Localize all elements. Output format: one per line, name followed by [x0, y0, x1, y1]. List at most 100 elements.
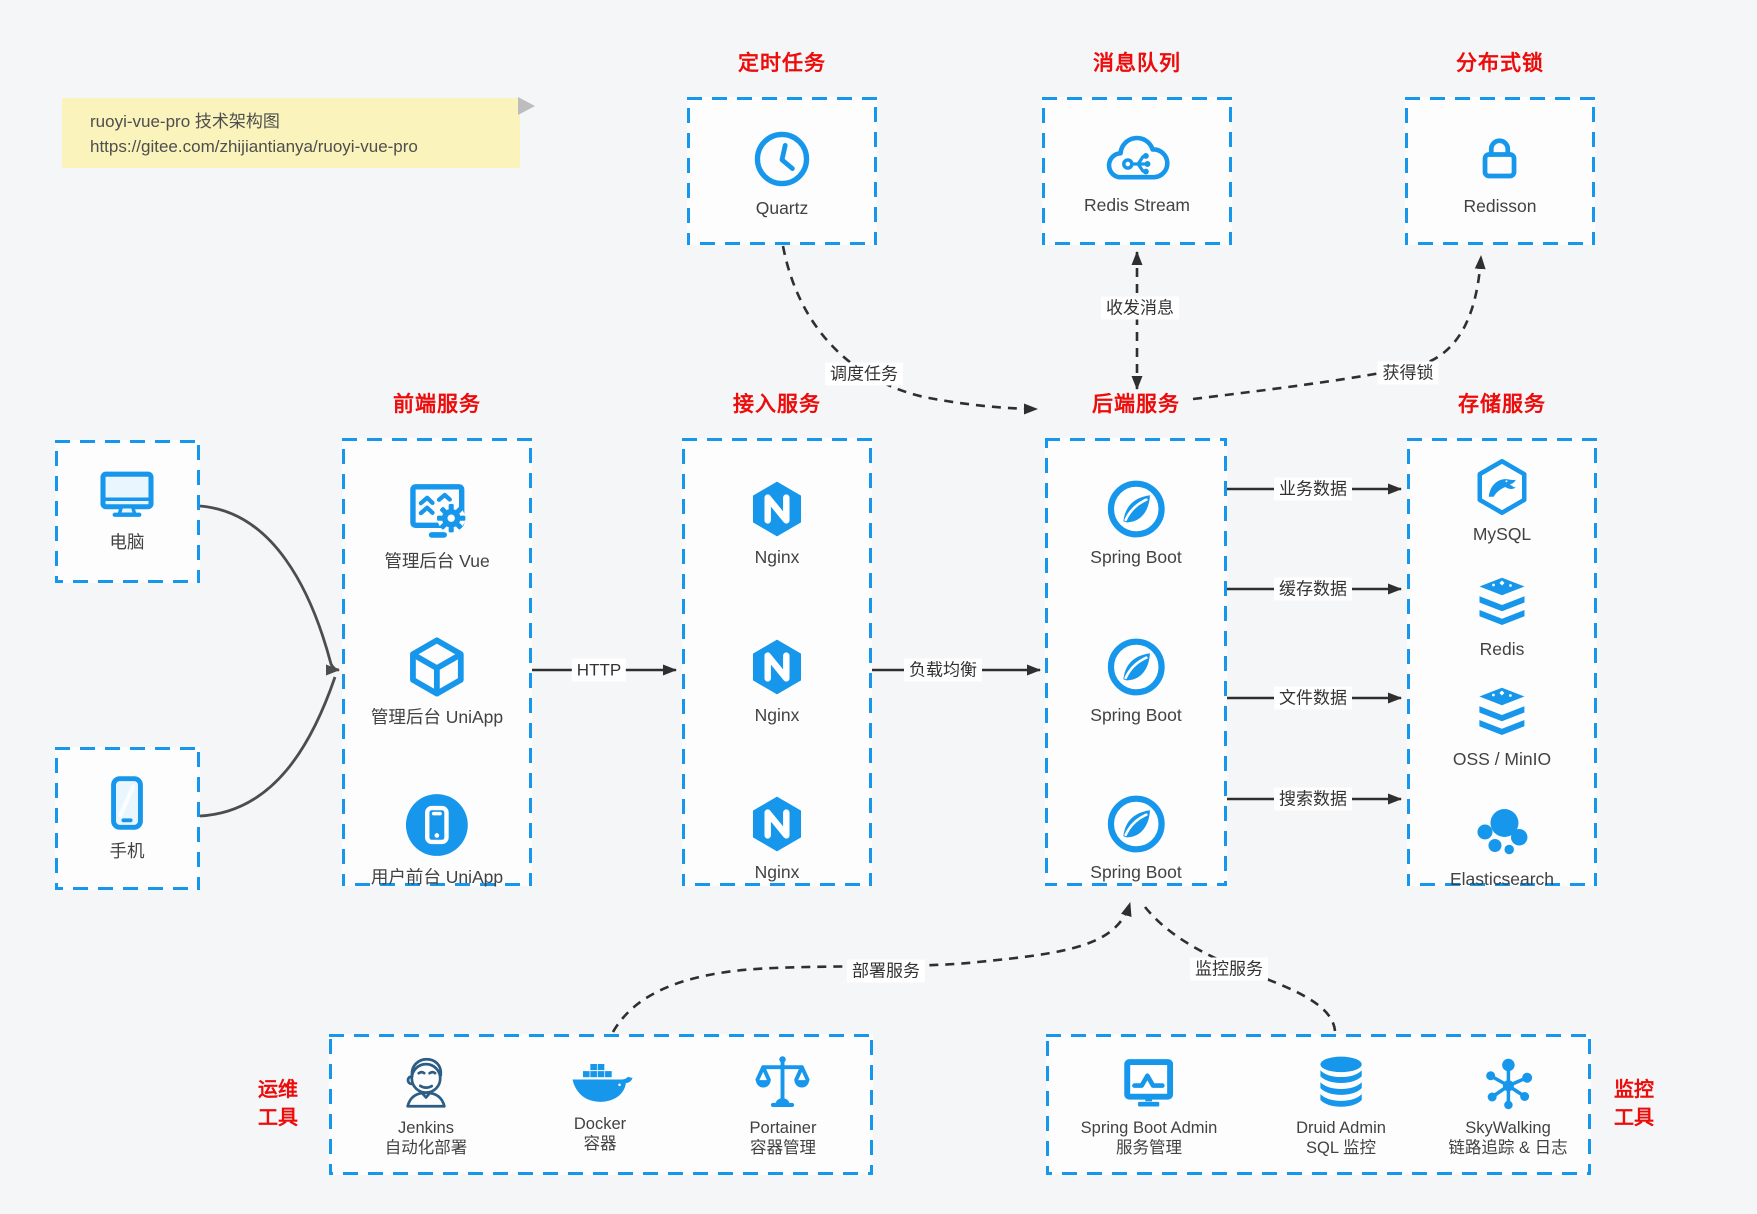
title-storage: 存储服务 — [1458, 393, 1546, 416]
nginx-icon — [752, 639, 802, 695]
title-monitoring: 监控 工具 — [1614, 1076, 1654, 1132]
nginx-icon — [752, 796, 802, 852]
tool-name: Druid Admin — [1296, 1119, 1386, 1137]
tool-desc: 容器 — [583, 1135, 617, 1153]
lock-icon — [1483, 138, 1517, 179]
title-queue: 消息队列 — [1093, 52, 1181, 75]
chip-acquire-lock: 获得锁 — [1377, 361, 1439, 385]
node-label: Elasticsearch — [1449, 869, 1555, 889]
portainer-icon — [755, 1056, 810, 1108]
chip-cache-data: 缓存数据 — [1274, 577, 1352, 601]
node-spring-boot-2: Spring Boot — [1090, 636, 1182, 726]
tool-name: SkyWalking — [1465, 1119, 1551, 1137]
title-frontend: 前端服务 — [393, 393, 481, 416]
node-admin-uniapp: 管理后台 UniApp — [371, 634, 503, 728]
node-label: 用户前台 UniApp — [370, 867, 504, 887]
tool-name: Spring Boot Admin — [1080, 1119, 1218, 1137]
tool-desc: 容器管理 — [749, 1139, 816, 1157]
chip-http: HTTP — [571, 658, 627, 682]
node-user-uniapp: 用户前台 UniApp — [371, 790, 503, 888]
edge-mobile-to-frontend — [199, 676, 337, 818]
title-devops-line2: 工具 — [258, 1107, 298, 1129]
node-label: MySQL — [1472, 524, 1532, 544]
title-monitoring-line2: 工具 — [1614, 1107, 1654, 1129]
mysql-icon — [1477, 459, 1527, 515]
scheduler-box — [687, 97, 877, 245]
node-label: OSS / MinIO — [1452, 749, 1552, 769]
node-label: Redis Stream — [1083, 195, 1191, 215]
title-gateway: 接入服务 — [733, 393, 821, 416]
nginx-icon — [752, 481, 802, 537]
tool-name: Jenkins — [398, 1119, 454, 1137]
tool-spring-boot-admin: Spring Boot Admin 服务管理 — [1080, 1052, 1218, 1160]
node-spring-boot-1: Spring Boot — [1090, 478, 1182, 568]
chip-monitor-service: 监控服务 — [1190, 957, 1268, 981]
docker-icon — [572, 1063, 633, 1102]
node-redis: Redis — [1472, 572, 1532, 660]
title-backend: 后端服务 — [1092, 393, 1180, 416]
tool-portainer: Portainer 容器管理 — [749, 1052, 817, 1160]
tool-name: Portainer — [749, 1119, 817, 1137]
topology-icon — [1485, 1058, 1532, 1110]
node-label: Spring Boot — [1090, 705, 1182, 725]
redis-stack-icon — [1479, 577, 1525, 625]
tool-name: Docker — [573, 1115, 627, 1133]
chip-file-data: 文件数据 — [1274, 686, 1352, 710]
node-label: Nginx — [754, 547, 800, 567]
cloud-stream-icon — [1106, 135, 1170, 180]
admin-monitor-gear-icon — [409, 484, 466, 538]
node-redis-stream: Redis Stream — [1084, 126, 1190, 216]
phone-circle-icon — [406, 794, 468, 856]
monitoring-box — [1046, 1034, 1591, 1175]
edge-schedule-task — [781, 245, 1038, 415]
cube-icon — [410, 637, 464, 697]
mobile-icon — [111, 776, 143, 830]
node-redisson: Redisson — [1464, 127, 1536, 217]
node-label: 管理后台 Vue — [384, 551, 490, 571]
tool-desc: 服务管理 — [1115, 1139, 1182, 1157]
node-nginx-2: Nginx — [746, 636, 808, 726]
elasticsearch-icon — [1477, 809, 1528, 855]
spring-icon — [1107, 480, 1165, 538]
tool-druid-admin: Druid Admin SQL 监控 — [1296, 1052, 1386, 1160]
chip-deploy-service: 部署服务 — [847, 959, 925, 983]
tool-skywalking: SkyWalking 链路追踪 & 日志 — [1448, 1052, 1568, 1160]
node-label: Spring Boot — [1090, 862, 1182, 882]
node-oss-minio: OSS / MinIO — [1453, 682, 1551, 770]
tool-desc: 链路追踪 & 日志 — [1448, 1139, 1568, 1157]
chip-schedule-task: 调度任务 — [825, 362, 903, 386]
storage-stack-icon — [1479, 687, 1525, 735]
chip-send-receive-message: 收发消息 — [1101, 296, 1179, 320]
desktop-icon — [100, 471, 154, 517]
tool-desc: SQL 监控 — [1306, 1139, 1376, 1157]
node-nginx-3: Nginx — [746, 793, 808, 883]
title-devops: 运维 工具 — [258, 1076, 298, 1132]
note-url: https://gitee.com/zhijiantianya/ruoyi-vu… — [90, 137, 418, 156]
title-monitoring-line1: 监控 — [1614, 1079, 1654, 1101]
tool-docker: Docker 容器 — [567, 1052, 633, 1156]
node-quartz: Quartz — [750, 127, 814, 219]
node-mobile: 手机 — [96, 772, 158, 862]
lock-box — [1405, 97, 1595, 245]
chip-search-data: 搜索数据 — [1274, 787, 1352, 811]
tool-desc: 自动化部署 — [384, 1139, 468, 1157]
node-label: Quartz — [755, 198, 809, 218]
node-mysql: MySQL — [1472, 457, 1532, 545]
note-title: ruoyi-vue-pro 技术架构图 — [90, 112, 280, 131]
database-icon — [1320, 1056, 1362, 1107]
tool-jenkins: Jenkins 自动化部署 — [384, 1052, 468, 1160]
chip-load-balance: 负载均衡 — [904, 658, 982, 682]
sticky-note: ruoyi-vue-pro 技术架构图 https://gitee.com/zh… — [62, 97, 535, 168]
jenkins-icon — [406, 1057, 446, 1108]
edge-pc-to-frontend — [199, 504, 340, 676]
node-admin-vue: 管理后台 Vue — [384, 476, 490, 572]
node-pc: 电脑 — [95, 465, 159, 553]
node-label: 手机 — [109, 841, 145, 861]
chip-business-data: 业务数据 — [1274, 477, 1352, 501]
note-fold-corner — [518, 97, 535, 115]
node-spring-boot-3: Spring Boot — [1090, 793, 1182, 883]
node-elasticsearch: Elasticsearch — [1450, 802, 1554, 890]
node-label: Spring Boot — [1090, 547, 1182, 567]
clock-icon — [754, 131, 810, 187]
